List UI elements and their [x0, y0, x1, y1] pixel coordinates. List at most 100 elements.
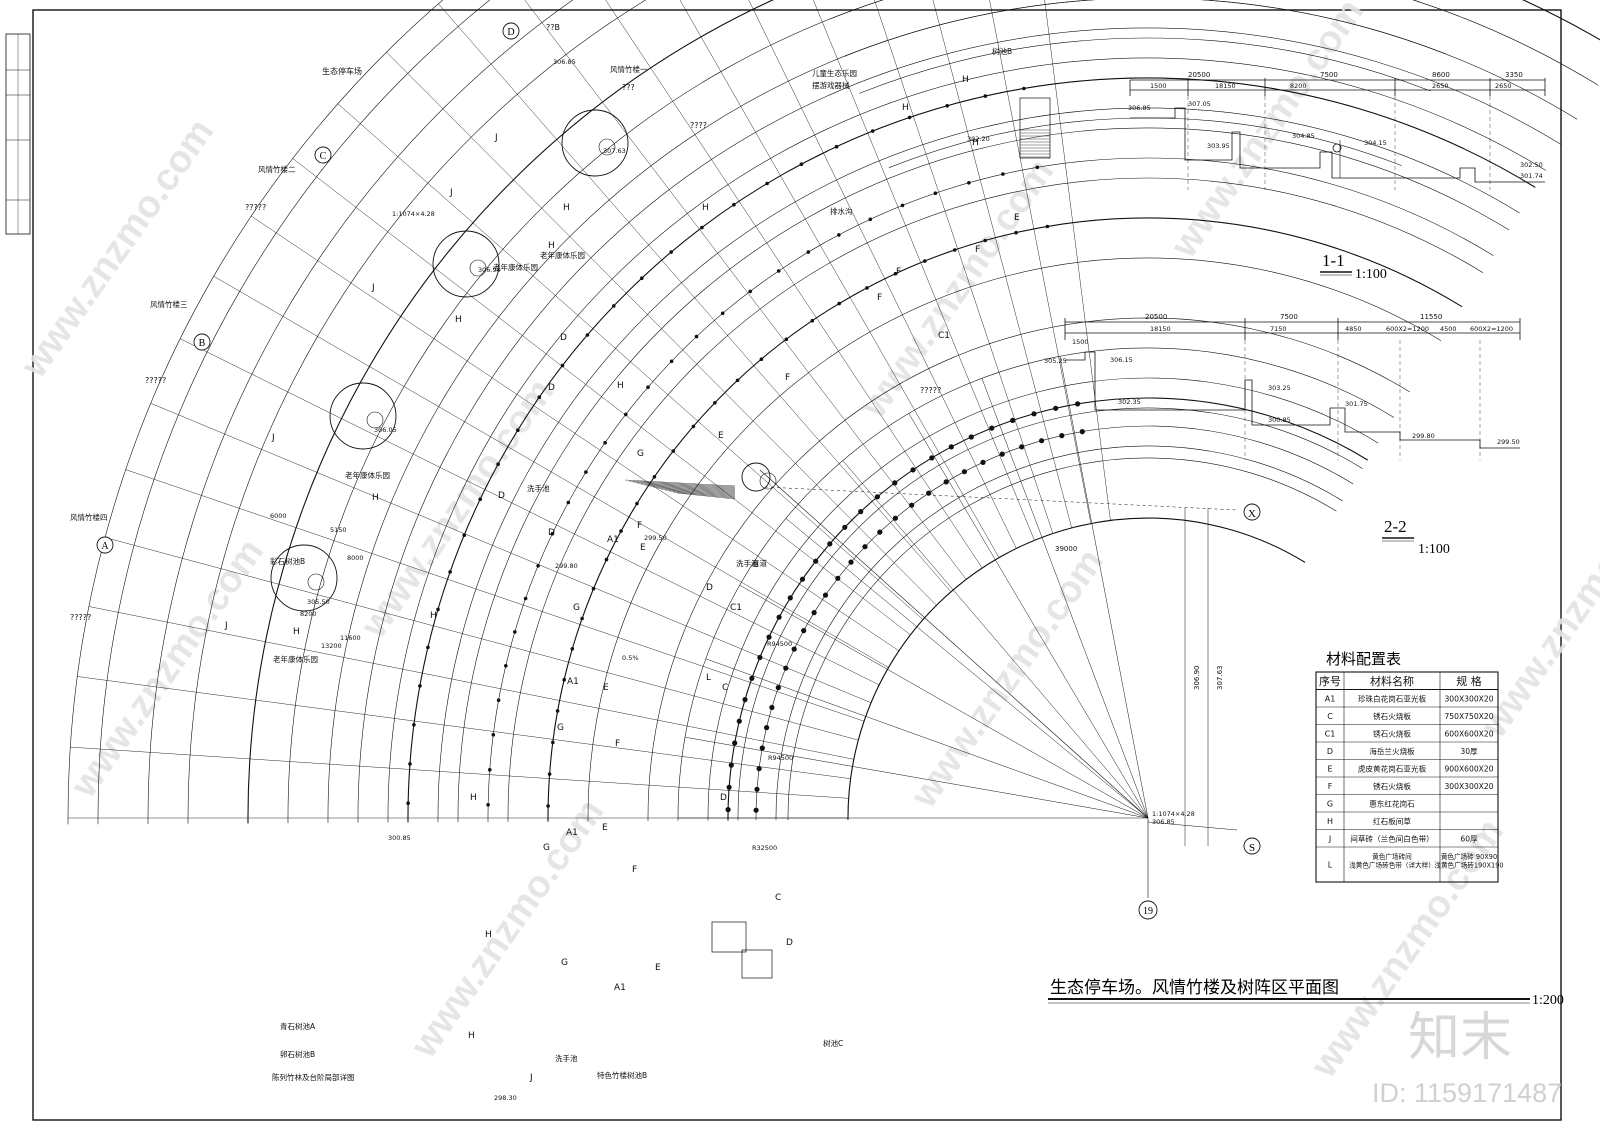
tree-dot	[537, 395, 542, 400]
tree-dot	[784, 337, 789, 342]
level-label: 306.15	[1110, 356, 1133, 364]
material-code: D	[548, 528, 555, 538]
plan-radial-line	[213, 276, 889, 668]
tree-dot	[1059, 433, 1065, 439]
dim-label: 4850	[1345, 325, 1362, 333]
tree-dot	[806, 250, 811, 254]
tree-dot	[874, 494, 881, 500]
material-code: F	[632, 865, 637, 875]
pavilion-inner	[366, 411, 384, 429]
table-code-cell: H	[1327, 817, 1333, 826]
tree-dot	[1045, 224, 1050, 229]
material-code: A1	[614, 983, 626, 993]
tree-dot	[858, 509, 864, 515]
material-code: H	[962, 75, 969, 85]
tree-dot	[754, 786, 760, 792]
dim-label: 307.63	[603, 147, 626, 155]
dim-label: 39000	[1055, 545, 1077, 553]
unknown-label: ?????	[145, 376, 166, 385]
table-code-cell: A1	[1325, 694, 1336, 703]
area-label: 儿童生态乐园	[812, 68, 857, 78]
dim-label: 306.05	[374, 426, 397, 434]
tree-dot	[478, 497, 483, 502]
plan-scale: 1:200	[1532, 993, 1564, 1008]
section-2-2	[1064, 318, 1521, 460]
material-code: H	[563, 203, 570, 213]
dim-label: 305.50	[307, 598, 330, 606]
plan-radial-line	[932, 0, 1072, 528]
material-code: D	[786, 938, 793, 948]
tree-dot	[776, 269, 781, 273]
plan-title: 生态停车场。风情竹楼及树阵区平面图	[1050, 978, 1339, 998]
plan-radial-line	[105, 537, 859, 741]
tree-dot	[742, 697, 748, 703]
tree-dot	[1022, 86, 1026, 91]
tree-dot	[652, 475, 657, 479]
tree-dot	[550, 531, 555, 536]
tree-dot	[926, 490, 932, 496]
stair-hatch	[648, 485, 736, 493]
level-label: 303.95	[1207, 142, 1230, 150]
tree-dot	[892, 515, 899, 521]
material-code: F	[615, 739, 620, 749]
tree-dot	[624, 412, 628, 417]
watermark-text: www.znzmo.com	[902, 541, 1112, 816]
tree-dot	[801, 628, 807, 634]
tree-dot	[907, 115, 912, 120]
tree-dot	[923, 259, 927, 263]
tree-dot	[612, 304, 616, 308]
stair-hatch	[668, 490, 736, 498]
dim-label: 302.20	[967, 135, 990, 143]
dim-label: R94500	[767, 640, 792, 648]
tree-dot	[713, 401, 717, 405]
plan-fan-line	[684, 736, 1149, 819]
area-label: 卵石树池B	[280, 1049, 315, 1059]
tree-dot	[999, 451, 1005, 457]
grid-label-b: B	[199, 338, 206, 349]
dim-label: R94500	[768, 754, 793, 762]
dim-label: 600X2=1200	[1386, 325, 1429, 333]
tree-dot	[892, 480, 898, 486]
stair-hatch	[636, 482, 736, 490]
material-code: J	[449, 188, 453, 198]
grid-label-x: X	[1248, 508, 1256, 520]
material-code: J	[224, 621, 228, 631]
material-code: G	[573, 603, 580, 613]
table-code-cell: G	[1327, 799, 1333, 808]
material-code: F	[785, 373, 790, 383]
plan-arc	[587, 257, 1442, 822]
material-code: A1	[567, 677, 579, 687]
stair-hatch	[652, 486, 736, 494]
area-label: 树池B	[992, 46, 1012, 56]
plan-radial-line	[386, 51, 937, 606]
material-code: H	[548, 241, 555, 251]
table-code-cell: D	[1327, 747, 1333, 756]
tree-dot	[893, 271, 898, 276]
tree-dot	[488, 768, 492, 772]
plan-arc	[97, 0, 491, 825]
tree-dot	[604, 557, 609, 562]
plan-arc	[775, 445, 1343, 821]
tree-dot	[504, 664, 508, 668]
watermark-text: www.znzmo.com	[852, 151, 1062, 426]
coord-y: 306.85	[1152, 818, 1175, 826]
tree-dot	[426, 645, 430, 650]
grid-label-c: C	[320, 151, 327, 162]
table-spec-cell: 900X600X20	[1444, 764, 1493, 773]
table-spec-cell: 浅黄色广场砖190X190	[1434, 861, 1503, 870]
table-name-cell: 浅黄色广场砖色带（详大样）	[1349, 861, 1435, 870]
tree-dot	[735, 378, 740, 383]
tree-dot	[1039, 438, 1045, 444]
tree-dot	[536, 564, 540, 568]
dim-label: 3350	[1505, 71, 1523, 79]
plan-radial-line	[150, 403, 872, 704]
material-code: G	[637, 449, 644, 459]
plan-radial-line	[251, 215, 900, 651]
material-code: E	[602, 823, 608, 833]
tree-dot	[406, 801, 410, 805]
tree-dot	[486, 803, 490, 807]
tree-dot	[799, 162, 804, 166]
area-label: 陈列竹林及台阶局部详图	[272, 1072, 355, 1082]
stair-hatch	[672, 491, 736, 499]
tree-dot	[757, 654, 763, 661]
